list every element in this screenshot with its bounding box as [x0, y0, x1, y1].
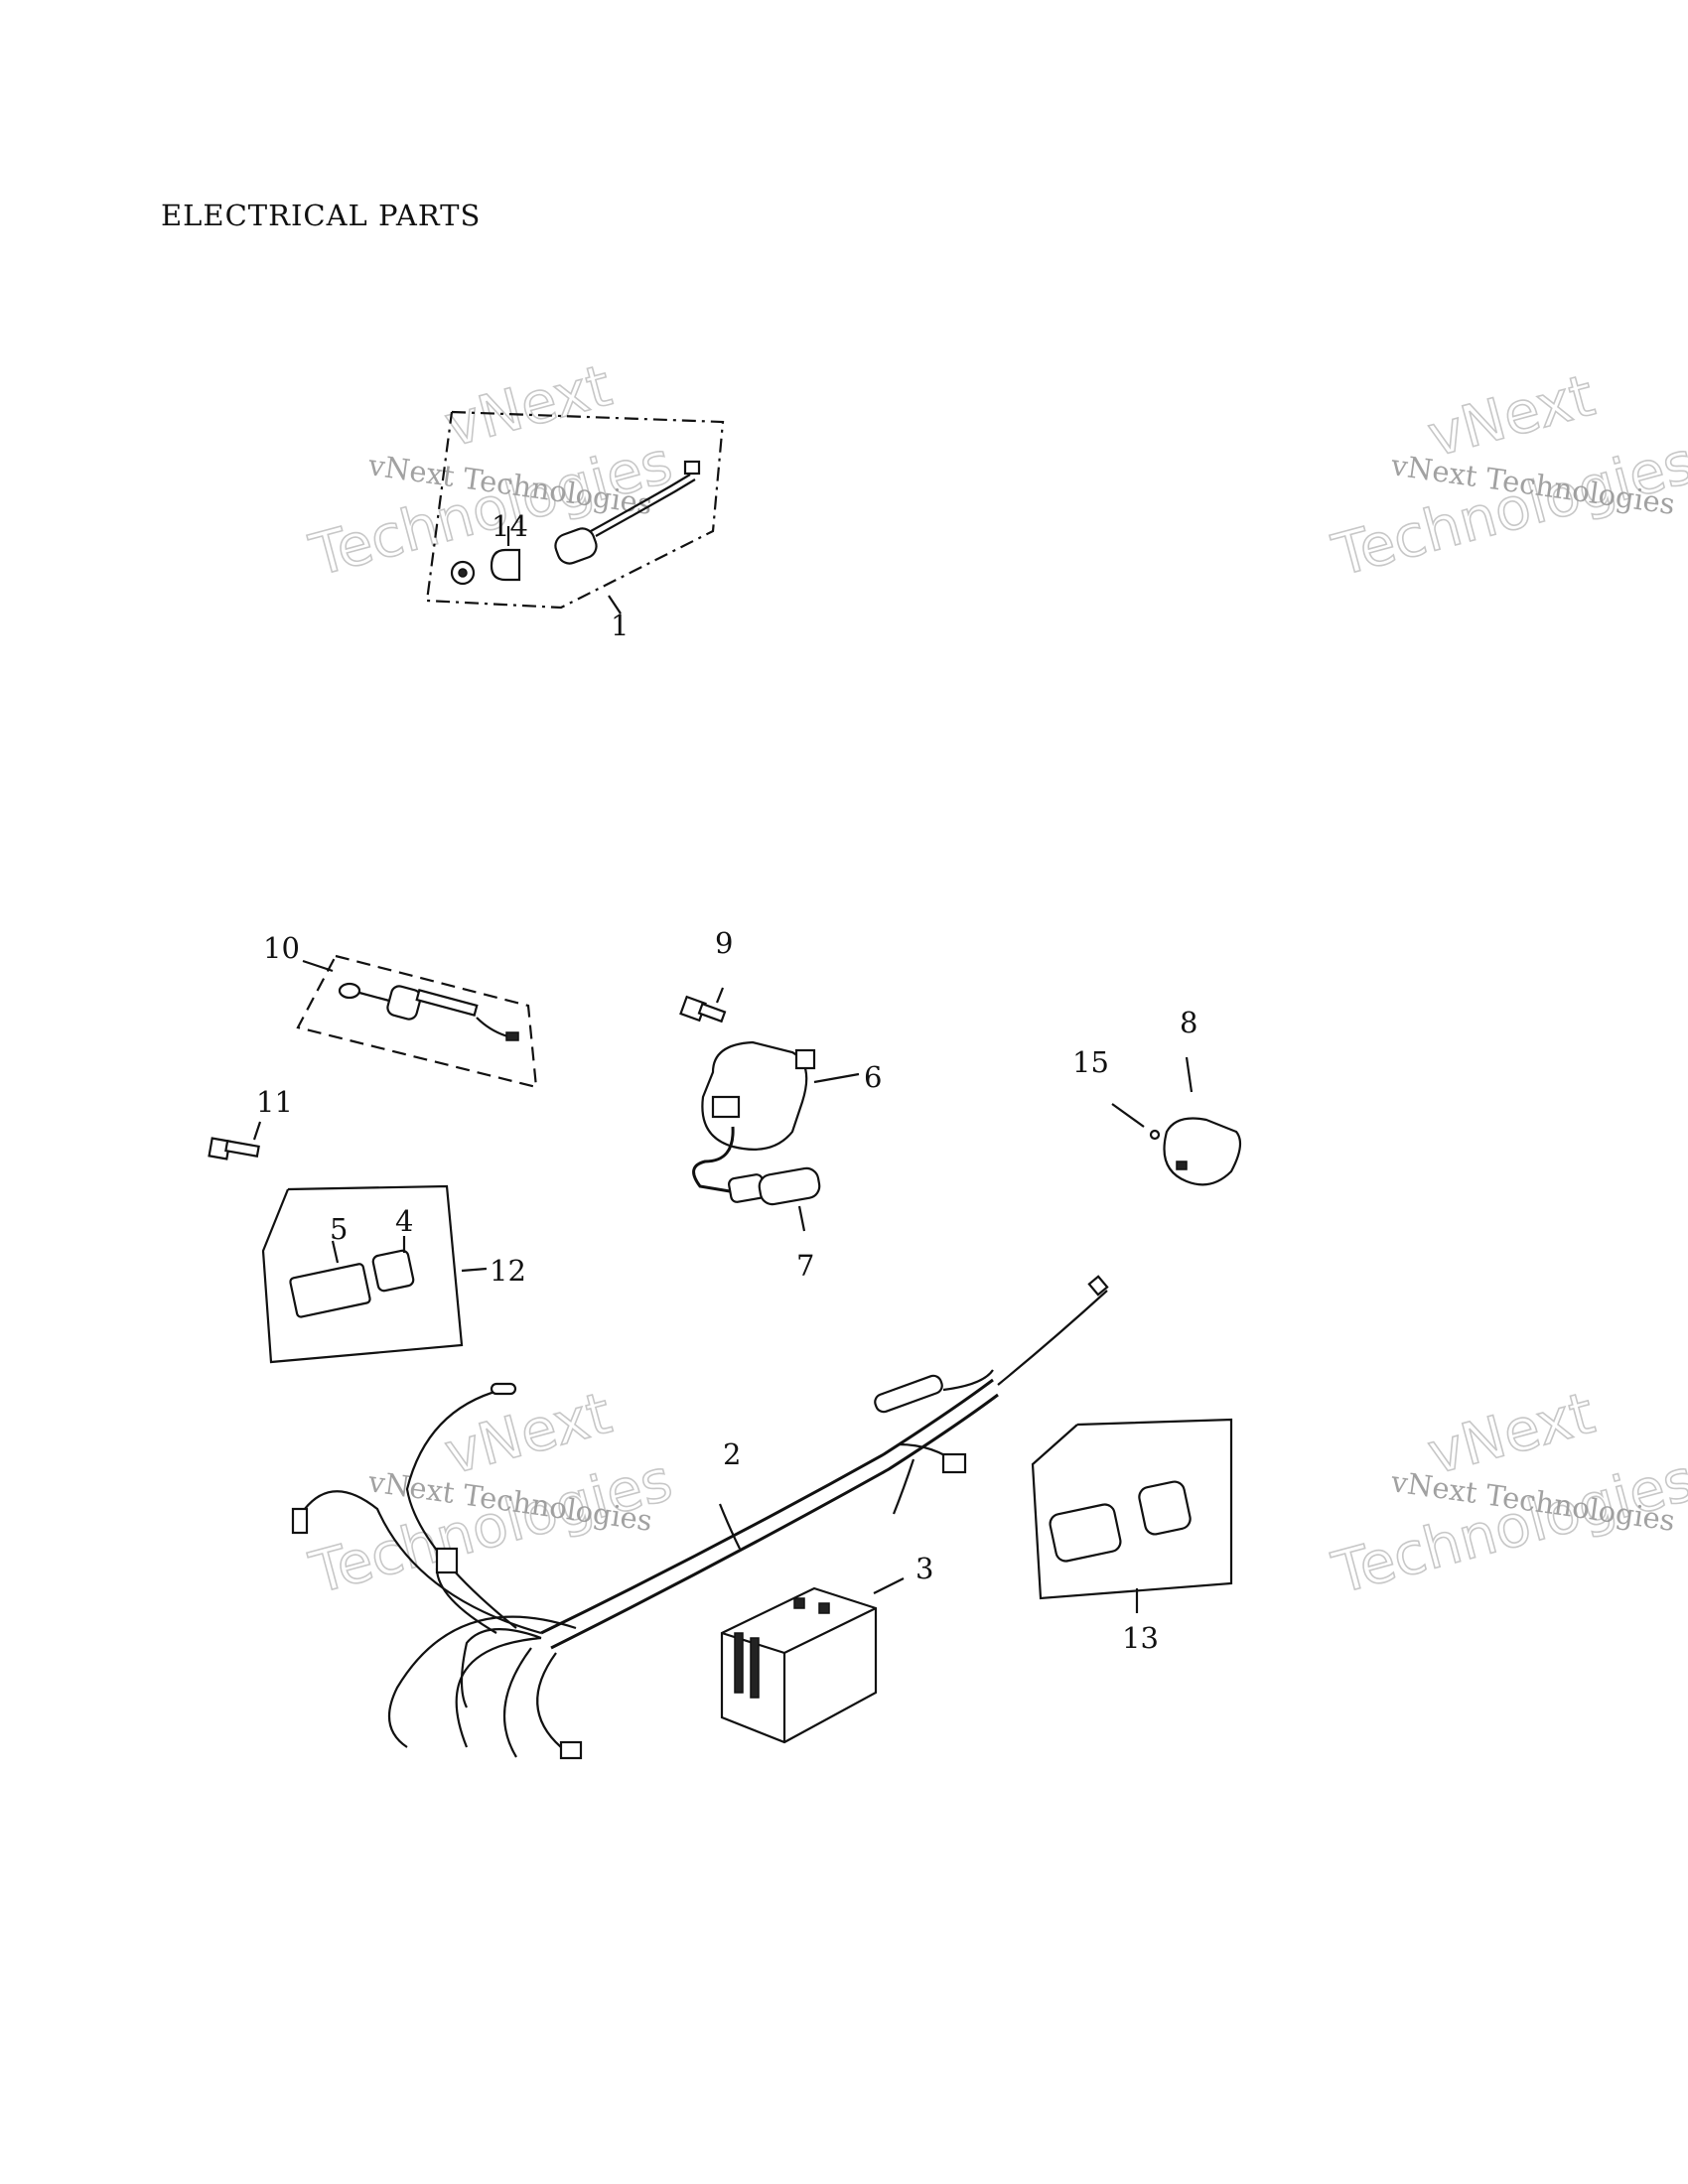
assembly-outline: [1031, 1418, 1233, 1600]
switch-b: [1138, 1480, 1192, 1536]
watermark-word: Technologies: [1326, 1445, 1688, 1606]
callout-14: 14: [492, 509, 528, 543]
watermark-bottom-left: vNext vNext Technologies Technologies: [302, 1378, 679, 1607]
callout-11: 11: [256, 1085, 293, 1119]
switch-body: [386, 985, 422, 1021]
part-3-battery: [720, 1577, 905, 1744]
callout-12: 12: [490, 1254, 526, 1288]
callout-6: 6: [864, 1060, 882, 1094]
part-11-bolt: [208, 1121, 262, 1160]
part-group-8-15: [1111, 1056, 1242, 1186]
part-2-wire-harness: [291, 1275, 1109, 1760]
callout-1: 1: [611, 609, 629, 642]
callout-13: 13: [1122, 1621, 1159, 1655]
socket: [554, 527, 598, 565]
terminal: [683, 460, 701, 476]
watermark-bottom-right: vNext vNext Technologies Technologies: [1325, 1378, 1688, 1607]
callout-10: 10: [263, 931, 300, 965]
part-group-10: [296, 954, 538, 1089]
assembly-outline: [425, 410, 725, 610]
watermark-brand: vNext: [1421, 361, 1601, 471]
callout-3: 3: [915, 1552, 933, 1585]
callout-8: 8: [1180, 1006, 1197, 1039]
bulb-part-14: [490, 548, 521, 582]
part-group-13: [1031, 1418, 1233, 1613]
battery-body: [720, 1586, 878, 1744]
callout-7: 7: [796, 1249, 814, 1283]
watermark-brand: vNext: [438, 351, 618, 461]
part-group-12: [261, 1184, 488, 1364]
starter-relay: [1163, 1117, 1242, 1186]
callout-5: 5: [330, 1212, 348, 1246]
regulator-5: [289, 1263, 371, 1318]
watermark-top-left: vNext vNext Technologies Technologies: [302, 350, 679, 590]
watermark-top-right: vNext vNext Technologies Technologies: [1325, 360, 1688, 590]
ignition-coil: [701, 1040, 808, 1151]
switch-a: [1049, 1503, 1122, 1563]
callout-4: 4: [395, 1204, 413, 1238]
relay-4: [371, 1249, 415, 1293]
assembly-outline: [261, 1184, 464, 1364]
part-group-1: [425, 410, 725, 614]
callout-labels: 1 2 3 4 5 6 7 8 9 10 11 12 13 14 15: [256, 509, 1197, 1655]
callout-9: 9: [715, 926, 733, 960]
callout-15: 15: [1072, 1045, 1109, 1079]
part-group-6-7: [692, 1040, 860, 1232]
watermark-word: Technologies: [1326, 428, 1688, 589]
callout-2: 2: [723, 1437, 741, 1471]
assembly-outline: [296, 954, 538, 1089]
page-title: ELECTRICAL PARTS: [161, 199, 482, 232]
part-9-bolt: [679, 987, 727, 1024]
key: [338, 982, 361, 1000]
washer-15: [1149, 1129, 1161, 1141]
